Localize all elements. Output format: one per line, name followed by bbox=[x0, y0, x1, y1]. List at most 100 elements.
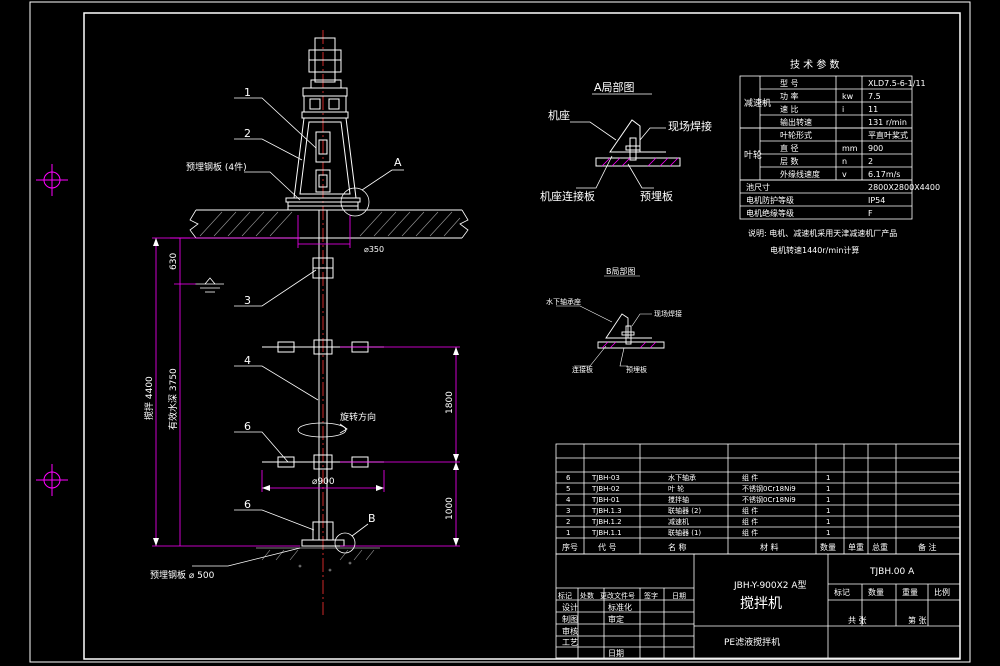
part-qty: 1 bbox=[826, 507, 830, 515]
tb-r1-3: 签字 bbox=[644, 591, 658, 600]
detail-b: B局部图 水下轴承座 现场焊接 连接板 预埋板 bbox=[546, 266, 682, 374]
part-name: 水下轴承 bbox=[668, 473, 696, 482]
part-code: TJBH.1.1 bbox=[591, 529, 622, 537]
part-qty: 1 bbox=[826, 496, 830, 504]
detail-b-embed-plate: 预埋板 bbox=[626, 365, 647, 374]
tb-design: 设计 bbox=[562, 602, 578, 612]
part-name: 叶 轮 bbox=[668, 484, 684, 493]
parts-list-grid bbox=[555, 443, 961, 555]
dim-1000: 1000 bbox=[445, 497, 455, 520]
parts-header-remark: 备 注 bbox=[918, 542, 937, 552]
tech-row-unit: mm bbox=[842, 144, 858, 153]
tb-qty: 数量 bbox=[868, 587, 884, 597]
tech-group-impeller: 叶轮 bbox=[744, 149, 762, 161]
parts-header-unit-weight: 单重 bbox=[848, 542, 864, 552]
parts-header-material: 材 料 bbox=[760, 542, 779, 552]
detail-b-connect-plate: 连接板 bbox=[572, 365, 593, 374]
parts-header-qty: 数量 bbox=[820, 542, 836, 552]
detail-markers bbox=[334, 169, 404, 554]
detail-b-title: B局部图 bbox=[606, 266, 636, 276]
tb-r1-4: 日期 bbox=[672, 592, 686, 600]
tech-row-value: 2800X2800X4400 bbox=[868, 183, 940, 192]
tech-row-name: 电机防护等级 bbox=[746, 195, 794, 205]
tech-table-grid bbox=[739, 75, 913, 220]
dim-900: ⌀900 bbox=[312, 477, 335, 487]
tech-row-value: XLD7.5-6-1/11 bbox=[868, 79, 926, 88]
tech-row-unit: i bbox=[842, 105, 844, 114]
tech-row-value: IP54 bbox=[868, 196, 885, 205]
part-code: TJBH-02 bbox=[591, 485, 620, 493]
tb-r1-1: 处数 bbox=[580, 591, 594, 600]
tech-row-value: 平直叶桨式 bbox=[868, 130, 908, 140]
tech-row-name: 电机绝缘等级 bbox=[746, 208, 794, 218]
dim-630: 630 bbox=[169, 253, 179, 270]
detail-a-embed-plate: 预埋板 bbox=[640, 189, 673, 203]
tb-std: 标准化 bbox=[608, 602, 632, 612]
part-qty: 1 bbox=[826, 518, 830, 526]
tech-row-unit: kw bbox=[842, 92, 854, 101]
detail-a-weld: 现场焊接 bbox=[668, 119, 712, 133]
sheet-inner-border bbox=[83, 12, 961, 660]
part-no: 5 bbox=[566, 485, 570, 493]
detail-a-connect-plate: 机座连接板 bbox=[540, 189, 595, 203]
part-material: 组 件 bbox=[742, 506, 758, 515]
detail-b-weld: 现场焊接 bbox=[654, 309, 682, 318]
parts-header-no: 序号 bbox=[562, 542, 578, 552]
company-name: PE滤液搅拌机 bbox=[724, 636, 780, 648]
tech-row-name: 叶轮形式 bbox=[780, 130, 812, 140]
callout-b: B bbox=[368, 512, 376, 525]
drawing-number: TJBH.00 A bbox=[869, 567, 915, 577]
concrete-slab bbox=[189, 209, 469, 239]
part-code: TJBH-01 bbox=[591, 496, 620, 504]
tech-row-value: 11 bbox=[868, 105, 878, 114]
callout-4: 4 bbox=[244, 354, 251, 367]
part-no: 4 bbox=[566, 496, 571, 504]
drawing-title: 搅拌机 bbox=[740, 596, 782, 612]
tech-group-reducer: 减速机 bbox=[744, 97, 771, 109]
tb-sheets: 共 张 bbox=[848, 616, 867, 625]
tb-mark: 标记 bbox=[834, 587, 850, 597]
part-qty: 1 bbox=[826, 485, 830, 493]
part-no: 3 bbox=[566, 507, 570, 515]
part-no: 1 bbox=[566, 529, 570, 537]
tech-row-name: 外缘线速度 bbox=[780, 169, 820, 179]
part-material: 不锈钢0Cr18Ni9 bbox=[742, 484, 796, 493]
water-level-mark bbox=[195, 277, 224, 293]
coupling-lower bbox=[312, 257, 334, 279]
part-code: TJBH.1.3 bbox=[591, 507, 622, 515]
tech-row-value: 900 bbox=[868, 144, 883, 153]
tech-note-1: 说明: 电机、减速机采用天津减速机厂产品 bbox=[748, 228, 897, 238]
sheet-outer-border bbox=[29, 1, 971, 663]
parts-header: 序号 代 号 名 称 材 料 数量 单重 总重 备 注 bbox=[562, 542, 937, 552]
callout-leaders bbox=[192, 97, 319, 567]
tech-row-name: 功 率 bbox=[780, 91, 799, 101]
part-material: 组 件 bbox=[742, 517, 758, 526]
tb-weight: 重量 bbox=[902, 587, 918, 597]
part-qty: 1 bbox=[826, 474, 830, 482]
tech-row-name: 池尺寸 bbox=[746, 182, 770, 192]
tb-ratio: 比例 bbox=[934, 587, 950, 597]
tech-row-unit: n bbox=[842, 157, 847, 166]
underwater-bearing bbox=[301, 521, 345, 547]
detail-a-base: 机座 bbox=[548, 108, 570, 122]
motor-base-housing bbox=[285, 117, 361, 211]
tb-draw: 制图 bbox=[562, 614, 578, 624]
detail-a-title: A局部图 bbox=[594, 80, 635, 94]
dim-1800: 1800 bbox=[445, 391, 455, 414]
tech-row-value: 2 bbox=[868, 157, 873, 166]
tech-row-unit: v bbox=[842, 170, 847, 179]
tech-row-value: 7.5 bbox=[868, 92, 881, 101]
tech-row-name: 速 比 bbox=[780, 104, 799, 114]
dim-total: 搅拌 4400 bbox=[143, 376, 155, 420]
parts-header-total-weight: 总重 bbox=[872, 542, 888, 552]
embed-plate-label: 预埋钢板 (4件) bbox=[186, 161, 247, 173]
callout-2: 2 bbox=[244, 127, 251, 140]
dimension-lines bbox=[152, 215, 460, 547]
motor bbox=[308, 37, 342, 89]
part-material: 组 件 bbox=[742, 473, 758, 482]
agitator-shaft bbox=[318, 210, 328, 540]
tech-row-value: 131 r/min bbox=[868, 118, 907, 127]
